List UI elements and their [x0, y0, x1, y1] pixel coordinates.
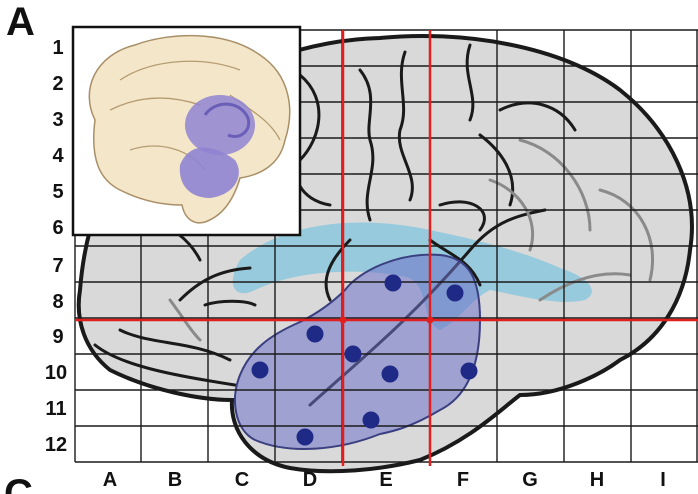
column-label: H [577, 470, 617, 490]
panel-label: A [6, 2, 35, 42]
row-label: 12 [40, 435, 72, 455]
row-label: 7 [42, 256, 74, 276]
electrode-dot [447, 285, 464, 302]
column-label: B [155, 470, 195, 490]
electrode-dot [297, 429, 314, 446]
row-label: 5 [42, 182, 74, 202]
electrode-dot [345, 346, 362, 363]
electrode-dot [252, 362, 269, 379]
crosshair-intersection-right [427, 317, 434, 324]
row-label: 3 [42, 110, 74, 130]
column-label: I [643, 470, 683, 490]
row-label: 8 [42, 292, 74, 312]
row-label: 2 [42, 74, 74, 94]
electrode-dot [461, 363, 478, 380]
electrode-dot [382, 366, 399, 383]
inset-panel [73, 27, 300, 235]
row-label: 1 [42, 38, 74, 58]
column-label: F [443, 470, 483, 490]
column-label: D [290, 470, 330, 490]
electrode-dot [307, 326, 324, 343]
column-label: C [222, 470, 262, 490]
next-panel-label: C [4, 474, 33, 494]
column-label: A [90, 470, 130, 490]
row-label: 4 [42, 146, 74, 166]
row-label: 9 [42, 327, 74, 347]
crosshair-intersection-left [340, 317, 347, 324]
column-label: E [366, 470, 406, 490]
row-label: 6 [42, 218, 74, 238]
electrode-dot [385, 275, 402, 292]
row-label: 11 [40, 399, 72, 419]
row-label: 10 [40, 363, 72, 383]
column-label: G [510, 470, 550, 490]
electrode-dot [363, 412, 380, 429]
